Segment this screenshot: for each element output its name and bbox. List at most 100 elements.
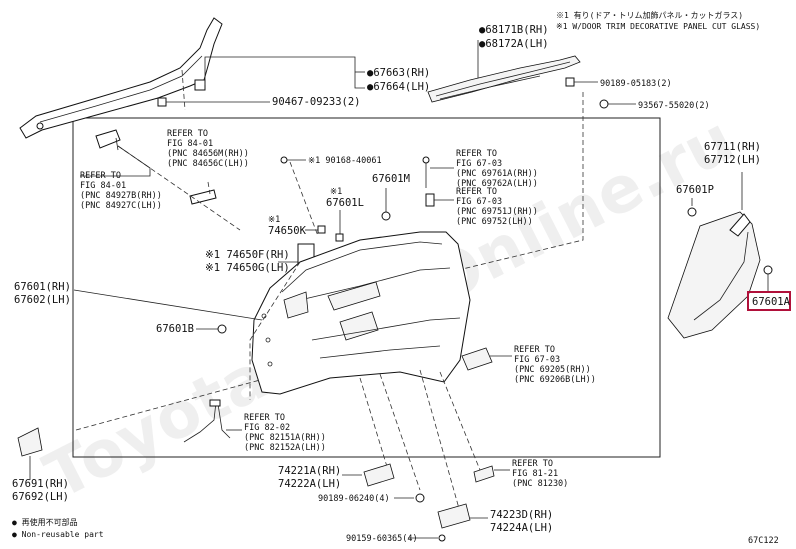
part-67601[interactable]: 67601(RH) bbox=[14, 281, 71, 293]
clip-67601P bbox=[687, 207, 697, 217]
part-67601A[interactable]: 67601A bbox=[752, 296, 791, 308]
part-67711[interactable]: 67711(RH) bbox=[704, 141, 761, 153]
door-trim-panel-67601 bbox=[251, 231, 471, 395]
ref-block-82151[interactable]: REFER TO FIG 82-02 (PNC 82151A(RH)) (PNC… bbox=[244, 413, 326, 453]
part-90159[interactable]: 90159-60365(4) bbox=[346, 534, 418, 544]
ref-line: (PNC 81230) bbox=[512, 479, 568, 489]
ref-line: FIG 82-02 bbox=[244, 423, 290, 433]
lower-trim-panel-67711 bbox=[667, 211, 761, 339]
part-67601B[interactable]: 67601B bbox=[156, 323, 194, 335]
note-jp: ※1 有り(ドア・トリム加飾パネル・カットガラス) bbox=[556, 10, 743, 20]
ref-line: FIG 84-01 bbox=[80, 181, 126, 191]
ref-line: FIG 67-03 bbox=[456, 159, 502, 169]
part-74221A[interactable]: 74221A(RH) bbox=[278, 465, 341, 477]
ref-line: REFER TO bbox=[514, 345, 555, 355]
screw-90168 bbox=[280, 156, 288, 164]
ref-line: (PNC 69206B(LH)) bbox=[514, 375, 596, 385]
clip-67601L bbox=[335, 233, 344, 242]
ref-line: REFER TO bbox=[512, 459, 553, 469]
part-67663[interactable]: ●67663(RH) bbox=[367, 67, 430, 79]
part-67601P[interactable]: 67601P bbox=[676, 184, 714, 196]
clip-67601M bbox=[381, 211, 391, 221]
clip-69761 bbox=[422, 156, 430, 164]
switch-bezel-upper bbox=[95, 129, 121, 151]
ref-block-84656[interactable]: REFER TO FIG 84-01 (PNC 84656M(RH)) (PNC… bbox=[167, 129, 249, 169]
part-74222A[interactable]: 74222A(LH) bbox=[278, 478, 341, 490]
speaker-grille-67691 bbox=[17, 427, 43, 457]
ref-line: (PNC 84656M(RH)) bbox=[167, 149, 249, 159]
part-74650G[interactable]: ※1 74650G(LH) bbox=[205, 262, 290, 274]
inside-handle-74221A bbox=[363, 463, 395, 487]
part-74650K-note: ※1 bbox=[268, 215, 280, 225]
ref-line: (PNC 69752(LH)) bbox=[456, 217, 533, 227]
ref-line: REFER TO bbox=[456, 149, 497, 159]
part-67601L[interactable]: 67601L bbox=[326, 197, 364, 209]
part-67712[interactable]: 67712(LH) bbox=[704, 154, 761, 166]
ref-line: (PNC 69751J(RH)) bbox=[456, 207, 538, 217]
ref-line: REFER TO bbox=[456, 187, 497, 197]
ref-part-81230 bbox=[473, 465, 495, 483]
ref-line: (PNC 69205(RH)) bbox=[514, 365, 591, 375]
screw-90159 bbox=[438, 534, 446, 542]
courtesy-lamp-bracket bbox=[189, 189, 217, 205]
wire-harness-82151 bbox=[183, 399, 231, 443]
highlight-67601A bbox=[747, 291, 791, 311]
ref-block-69205[interactable]: REFER TO FIG 67-03 (PNC 69205(RH)) (PNC … bbox=[514, 345, 596, 385]
part-90168[interactable]: ※1 90168-40061 bbox=[308, 156, 382, 166]
ref-line: (PNC 84927B(RH)) bbox=[80, 191, 162, 201]
assembly-frame bbox=[72, 117, 661, 458]
belt-moulding bbox=[427, 55, 581, 103]
part-90189-05183[interactable]: 90189-05183(2) bbox=[600, 79, 672, 89]
ref-line: (PNC 69762A(LH)) bbox=[456, 179, 538, 189]
legend-en: ● Non-reusable part bbox=[12, 530, 104, 539]
ref-line: (PNC 84927C(LH)) bbox=[80, 201, 162, 211]
part-74223D[interactable]: 74223D(RH) bbox=[490, 509, 553, 521]
part-68171B[interactable]: ●68171B(RH) bbox=[479, 24, 549, 36]
part-74650F[interactable]: ※1 74650F(RH) bbox=[205, 249, 290, 261]
diagram-code: 67C122 bbox=[748, 536, 779, 546]
part-74650K[interactable]: 74650K bbox=[268, 225, 307, 237]
ref-line: REFER TO bbox=[244, 413, 285, 423]
ref-line: REFER TO bbox=[167, 129, 208, 139]
ref-block-81230[interactable]: REFER TO FIG 81-21 (PNC 81230) bbox=[512, 459, 568, 489]
ref-line: FIG 67-03 bbox=[456, 197, 502, 207]
leader-67601 bbox=[73, 289, 263, 321]
ref-line: (PNC 84656C(LH)) bbox=[167, 159, 249, 169]
note-en: ※1 W/DOOR TRIM DECORATIVE PANEL CUT GLAS… bbox=[556, 22, 760, 31]
ref-block-69751[interactable]: REFER TO FIG 67-03 (PNC 69751J(RH)) (PNC… bbox=[456, 187, 538, 227]
clip-90189 bbox=[565, 77, 575, 87]
ref-line: (PNC 69761A(RH)) bbox=[456, 169, 538, 179]
screw-90189-06240 bbox=[415, 493, 425, 503]
ref-line: (PNC 82152A(LH)) bbox=[244, 443, 326, 453]
leader-67663 bbox=[204, 56, 365, 89]
ref-block-84927[interactable]: REFER TO FIG 84-01 (PNC 84927B(RH)) (PNC… bbox=[80, 171, 162, 211]
part-67692[interactable]: 67692(LH) bbox=[12, 491, 69, 503]
power-window-switch bbox=[461, 347, 493, 371]
upper-frame-moulding bbox=[19, 17, 223, 139]
ref-line: REFER TO bbox=[80, 171, 121, 181]
ref-line: FIG 84-01 bbox=[167, 139, 213, 149]
legend-jp: ● 再使用不可部品 bbox=[12, 517, 78, 527]
clip-67601B bbox=[217, 324, 227, 334]
part-90467[interactable]: 90467-09233(2) bbox=[272, 96, 361, 108]
clip-74650K bbox=[317, 225, 326, 234]
clip-69751 bbox=[425, 193, 435, 207]
ref-line: FIG 67-03 bbox=[514, 355, 560, 365]
ref-line: (PNC 82151A(RH)) bbox=[244, 433, 326, 443]
ref-block-69761[interactable]: REFER TO FIG 67-03 (PNC 69761A(RH)) (PNC… bbox=[456, 149, 538, 189]
armrest-74223D bbox=[437, 503, 471, 529]
clip-67601A bbox=[763, 265, 773, 275]
part-74224A[interactable]: 74224A(LH) bbox=[490, 522, 553, 534]
part-67664[interactable]: ●67664(LH) bbox=[367, 81, 430, 93]
part-90189-06240[interactable]: 90189-06240(4) bbox=[318, 494, 390, 504]
part-67691[interactable]: 67691(RH) bbox=[12, 478, 69, 490]
part-67601L-note: ※1 bbox=[330, 187, 342, 197]
ref-line: FIG 81-21 bbox=[512, 469, 558, 479]
part-67602[interactable]: 67602(LH) bbox=[14, 294, 71, 306]
part-67601M[interactable]: 67601M bbox=[372, 173, 410, 185]
clip-93567 bbox=[599, 99, 609, 109]
part-93567[interactable]: 93567-55020(2) bbox=[638, 101, 710, 111]
part-68172A[interactable]: ●68172A(LH) bbox=[479, 38, 549, 50]
